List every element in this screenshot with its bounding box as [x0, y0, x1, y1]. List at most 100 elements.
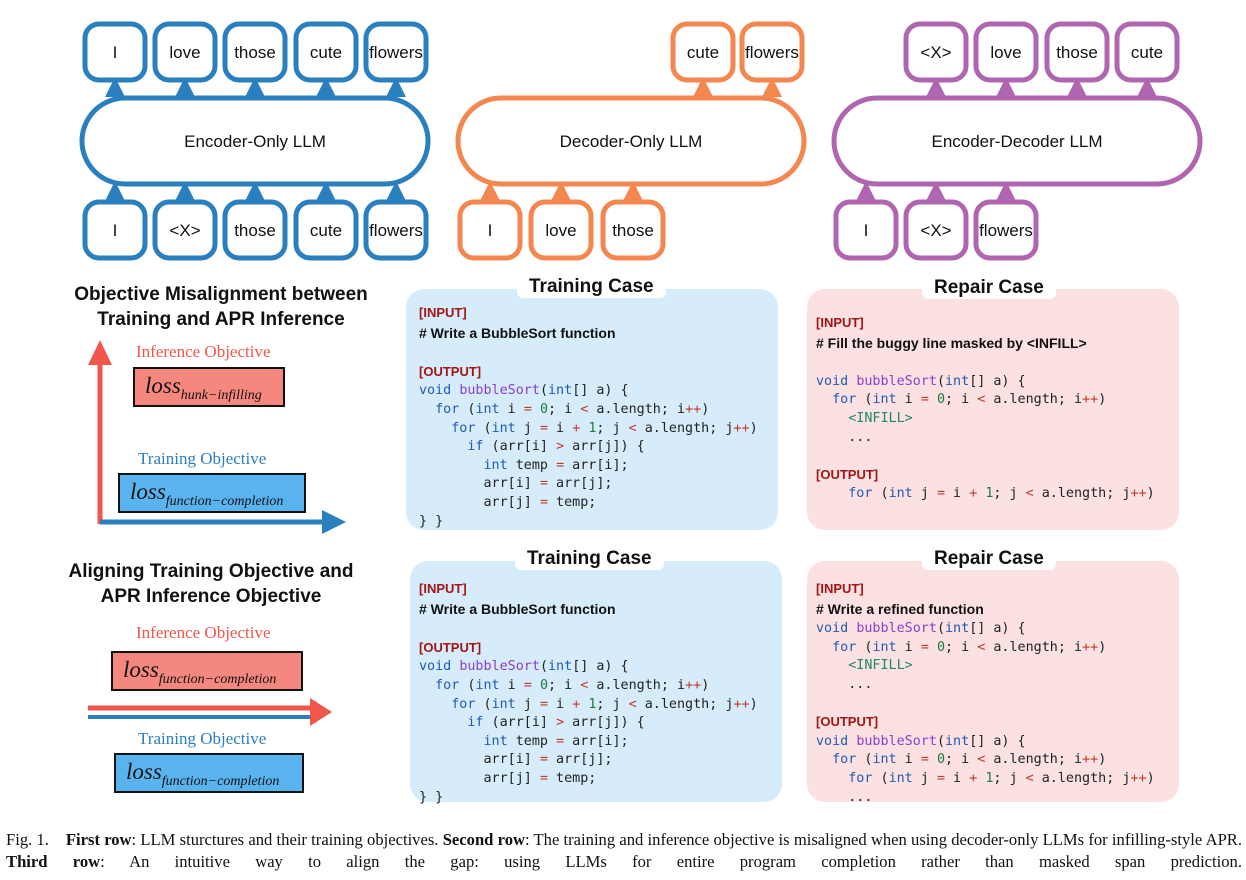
misalign-inference-label: Inference Objective: [136, 342, 271, 361]
align-training-loss-box: lossfunction−completion: [114, 753, 304, 793]
misalignment-heading-line1: Objective Misalignment between: [74, 284, 368, 305]
input-token-box: [903, 199, 969, 261]
caption-first-row-text: : LLM sturctures and their training obje…: [131, 830, 439, 849]
input-token-box: [152, 199, 218, 261]
llm-block: [831, 95, 1203, 187]
output-token: cute: [670, 21, 736, 83]
input-token: <X>: [903, 199, 969, 261]
misalignment-heading: Objective Misalignment between Training …: [46, 282, 396, 332]
output-token: flowers: [739, 21, 805, 83]
input-tag: [INPUT]: [419, 305, 467, 320]
input-token-box: [528, 199, 594, 261]
input-token: flowers: [363, 199, 429, 261]
misalign-training-loss-box: lossfunction−completion: [118, 473, 306, 513]
output-token-label: love: [990, 43, 1021, 62]
input-token-label: love: [545, 221, 576, 240]
input-token-box: [222, 199, 288, 261]
repair-case-title-2: Repair Case: [922, 548, 1056, 570]
caption-second-row-label: Second row: [442, 830, 525, 849]
output-token: flowers: [363, 21, 429, 83]
input-token: <X>: [152, 199, 218, 261]
training-case-panel-2: [410, 561, 782, 802]
repair2-prompt: # Write a refined function: [816, 600, 984, 617]
training-case-title-2: Training Case: [515, 548, 664, 570]
repair-case-code-1: [INPUT] # Fill the buggy line masked by …: [816, 315, 1155, 502]
output-token: love: [973, 21, 1039, 83]
input-tag: [INPUT]: [816, 315, 864, 330]
caption-first-row-label: First row: [65, 830, 132, 849]
input-token-label: cute: [310, 221, 342, 240]
input-token: I: [833, 199, 899, 261]
align-inference-label: Inference Objective: [136, 623, 271, 642]
repair-case-panel-2: [807, 561, 1179, 802]
input-token-box: [973, 199, 1039, 261]
output-token-label: cute: [687, 43, 719, 62]
input-token-label: flowers: [979, 221, 1033, 240]
alignment-heading-line1: Aligning Training Objective and: [68, 561, 354, 582]
llm-block-label: Encoder-Decoder LLM: [931, 132, 1102, 151]
misalign-training-label: Training Objective: [138, 449, 267, 468]
output-token-label: cute: [1131, 43, 1163, 62]
training-prompt: # Write a BubbleSort function: [419, 600, 616, 617]
training-case-code-2: [INPUT] # Write a BubbleSort function [O…: [419, 581, 758, 805]
caption-third-row-text: : An intuitive way to align the gap: usi…: [100, 852, 1243, 871]
output-token-label: cute: [310, 43, 342, 62]
output-token: love: [152, 21, 218, 83]
output-token-label: flowers: [745, 43, 799, 62]
misalign-inference-loss-sub: hunk−infilling: [180, 388, 262, 403]
misalignment-heading-line2: Training and APR Inference: [97, 309, 345, 330]
repair-case-title-1: Repair Case: [922, 277, 1056, 299]
input-token-label: <X>: [169, 221, 200, 240]
training-case-title-1: Training Case: [517, 276, 666, 298]
output-token: <X>: [903, 21, 969, 83]
input-token-label: those: [612, 221, 654, 240]
input-token-box: [293, 199, 359, 261]
output-tag: [OUTPUT]: [419, 639, 482, 655]
training-prompt: # Write a BubbleSort function: [419, 324, 616, 341]
input-token-label: I: [488, 221, 493, 240]
input-token-label: I: [864, 221, 869, 240]
input-tag: [INPUT]: [419, 581, 467, 596]
align-training-loss-base: loss: [126, 759, 162, 784]
figure-caption: Fig. 1. First row: LLM sturctures and th…: [6, 829, 1242, 873]
input-token: I: [82, 199, 148, 261]
output-token: those: [222, 21, 288, 83]
input-token: cute: [293, 199, 359, 261]
output-token: those: [1044, 21, 1110, 83]
output-token-label: <X>: [920, 43, 951, 62]
misalign-training-loss-sub: function−completion: [165, 494, 284, 509]
misalignment-axes: [88, 340, 346, 534]
llm-block-label: Encoder-Only LLM: [184, 132, 326, 151]
misalign-training-loss-base: loss: [130, 479, 166, 504]
input-token: I: [457, 199, 523, 261]
align-inference-loss-base: loss: [123, 657, 159, 682]
output-token: cute: [1114, 21, 1180, 83]
input-token-label: <X>: [920, 221, 951, 240]
output-tag: [OUTPUT]: [816, 714, 879, 730]
input-token-box: [600, 199, 666, 261]
input-tag: [INPUT]: [816, 581, 864, 596]
input-token: those: [600, 199, 666, 261]
training-case-code-1: [INPUT] # Write a BubbleSort function [O…: [419, 305, 758, 529]
align-training-label: Training Objective: [138, 729, 267, 748]
aligned-arrows: [88, 698, 332, 726]
input-token: those: [222, 199, 288, 261]
output-token-label: those: [234, 43, 276, 62]
align-training-loss-sub: function−completion: [161, 774, 280, 789]
input-token-label: flowers: [369, 221, 423, 240]
training-case-panel-1: [406, 289, 778, 530]
output-token-label: I: [113, 43, 118, 62]
input-token-box: [82, 199, 148, 261]
repair-case-code-2: [INPUT] # Write a refined function void …: [816, 581, 1155, 805]
align-inference-loss-box: lossfunction−completion: [111, 651, 303, 691]
caption-second-row-text: : The training and inference objective i…: [524, 830, 1243, 849]
output-token-label: flowers: [369, 43, 423, 62]
input-token: love: [528, 199, 594, 261]
input-token-label: those: [234, 221, 276, 240]
input-token-box: [457, 199, 523, 261]
repair1-prompt: # Fill the buggy line masked by <INFILL>: [816, 334, 1087, 351]
output-token: I: [82, 21, 148, 83]
